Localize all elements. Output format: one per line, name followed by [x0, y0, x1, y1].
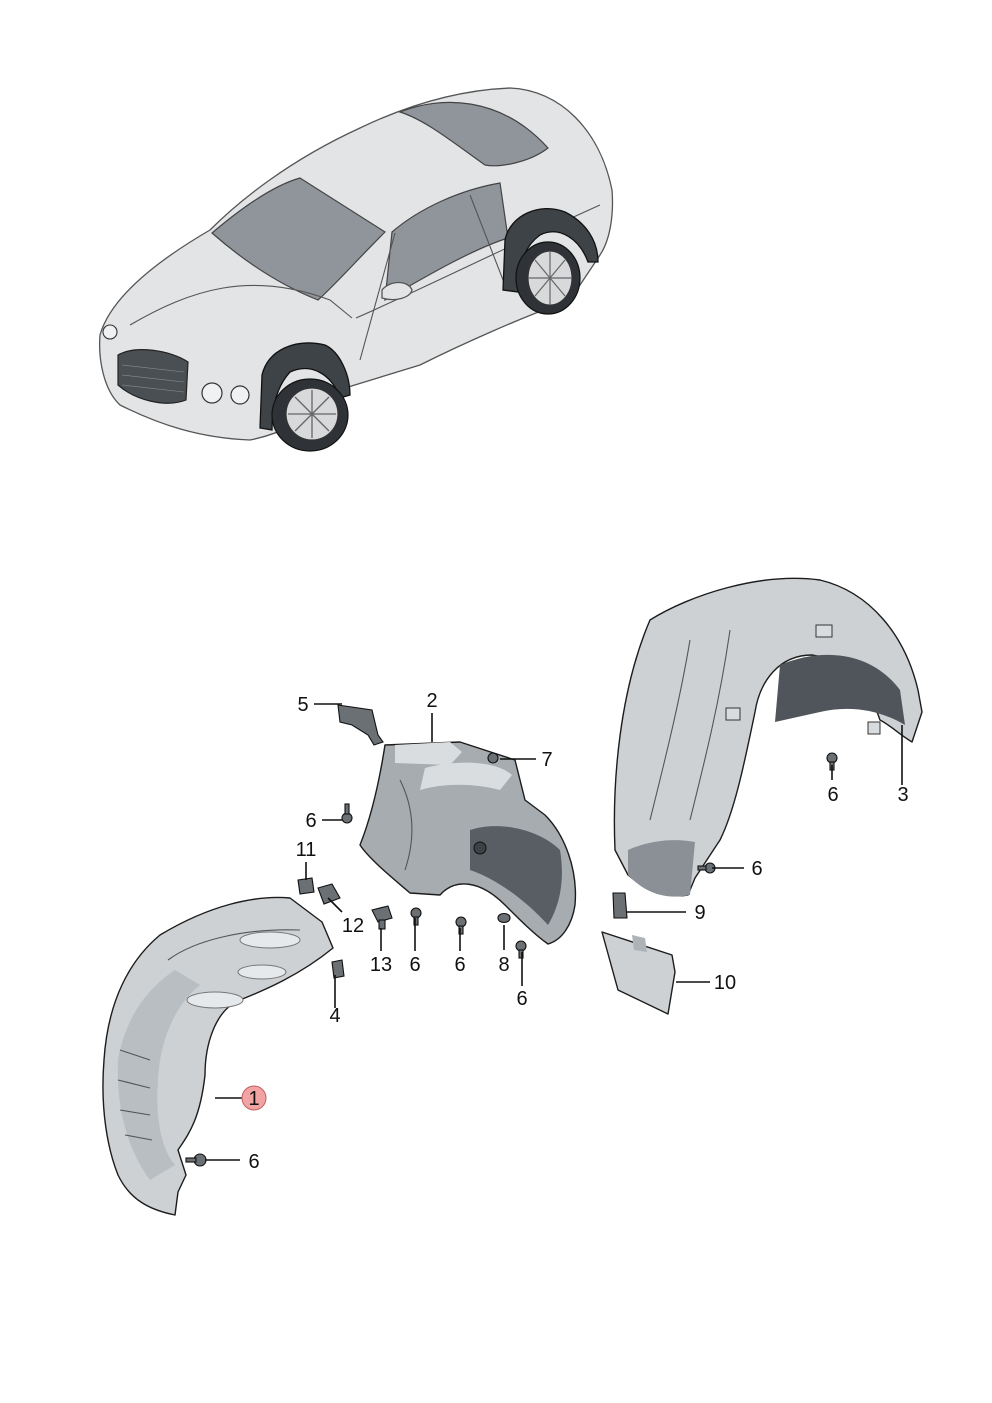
callout-9[interactable]: 9 [694, 902, 705, 924]
callout-11[interactable]: 11 [296, 839, 317, 861]
clip-11 [297, 877, 315, 895]
car-overview-illustration [98, 87, 614, 452]
callout-6-screw-g[interactable]: 6 [248, 1151, 259, 1173]
callout-6-screw-f[interactable]: 6 [751, 858, 762, 880]
callout-6-screw-a[interactable]: 6 [305, 810, 316, 832]
callout-4[interactable]: 4 [329, 1005, 340, 1027]
clip-12 [317, 883, 341, 905]
clip-8 [497, 912, 511, 924]
inner-wheel-housing-panel [359, 741, 577, 945]
callout-6-screw-e[interactable]: 6 [827, 784, 838, 806]
callout-10[interactable]: 10 [714, 972, 736, 994]
callout-8[interactable]: 8 [498, 954, 509, 976]
callout-5[interactable]: 5 [297, 694, 308, 716]
clip-7 [487, 752, 499, 764]
mud-flap [601, 931, 676, 1015]
callout-13[interactable]: 13 [370, 954, 392, 976]
svg-text:1: 1 [248, 1088, 259, 1110]
front-wheel-housing-liner [102, 896, 334, 1216]
callout-1[interactable]: 1 [241, 1085, 267, 1111]
callout-6-screw-b[interactable]: 6 [409, 954, 420, 976]
screws-6 [185, 752, 838, 1167]
bracket-5 [337, 704, 384, 746]
callout-3[interactable]: 3 [897, 784, 908, 806]
callout-12[interactable]: 12 [342, 915, 364, 937]
callout-6-screw-c[interactable]: 6 [454, 954, 465, 976]
clip-9 [612, 892, 628, 919]
callout-7[interactable]: 7 [541, 749, 552, 771]
clip-4 [331, 959, 345, 979]
bolt-13 [371, 905, 393, 930]
rear-wheel-housing-liner [613, 577, 923, 897]
leader-lines [205, 703, 903, 1161]
front-grille [117, 349, 189, 404]
callout-6-screw-d[interactable]: 6 [516, 988, 527, 1010]
callout-2[interactable]: 2 [426, 690, 437, 712]
